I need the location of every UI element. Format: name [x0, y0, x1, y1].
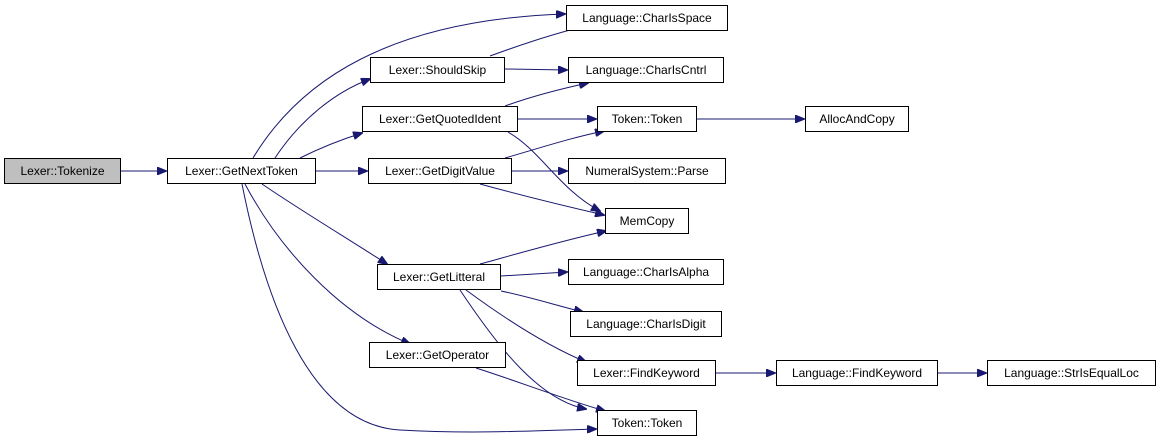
node-lexer-findkeyword[interactable]: Lexer::FindKeyword — [577, 360, 716, 386]
edge-getnexttoken-getlitteral — [261, 183, 387, 264]
node-lexer-tokenize[interactable]: Lexer::Tokenize — [4, 158, 121, 184]
edge-getoperator-token-lower — [475, 367, 605, 411]
edge-getnexttoken-getoperator — [244, 183, 410, 344]
node-lexer-getlitteral[interactable]: Lexer::GetLitteral — [377, 264, 501, 290]
node-numeralsystem-parse[interactable]: NumeralSystem::Parse — [568, 158, 726, 184]
node-token-token-upper[interactable]: Token::Token — [597, 106, 697, 132]
node-allocandcopy[interactable]: AllocAndCopy — [805, 106, 909, 132]
node-lexer-getquotedident[interactable]: Lexer::GetQuotedIdent — [362, 106, 518, 132]
node-lexer-getdigitvalue[interactable]: Lexer::GetDigitValue — [368, 158, 512, 184]
edge-getdigitvalue-token-upper — [504, 131, 604, 159]
edge-getnexttoken-getquotedident — [299, 133, 362, 159]
edge-getnexttoken-token-lower — [241, 183, 596, 432]
node-language-charisalpha[interactable]: Language::CharIsAlpha — [568, 259, 724, 285]
edge-shouldskip-chariscntrl — [504, 69, 567, 70]
edge-getdigitvalue-memcopy — [479, 183, 604, 215]
node-memcopy[interactable]: MemCopy — [605, 208, 689, 234]
edge-getquotedident-memcopy — [507, 131, 600, 211]
edge-getnexttoken-shouldskip — [274, 79, 370, 159]
node-lexer-shouldskip[interactable]: Lexer::ShouldSkip — [370, 57, 505, 83]
node-language-charisspace[interactable]: Language::CharIsSpace — [566, 5, 728, 31]
edge-getlitteral-memcopy — [479, 231, 606, 265]
edge-getnexttoken-charisspace — [252, 14, 565, 159]
node-token-token-lower[interactable]: Token::Token — [597, 410, 697, 436]
edge-getlitteral-token-lower — [459, 289, 586, 409]
node-lexer-getnexttoken[interactable]: Lexer::GetNextToken — [167, 158, 316, 184]
node-language-chariscntrl[interactable]: Language::CharIsCntrl — [568, 57, 724, 83]
node-language-strisequalloc[interactable]: Language::StrIsEqualLoc — [987, 360, 1156, 386]
edge-getquotedident-chariscntrl — [504, 83, 588, 107]
node-language-findkeyword[interactable]: Language::FindKeyword — [776, 360, 938, 386]
edge-getlitteral-charisalpha — [500, 272, 567, 276]
edge-getlitteral-charisdigit — [500, 290, 583, 312]
edge-getlitteral-lexer-findkeyword — [465, 289, 586, 362]
node-language-charisdigit[interactable]: Language::CharIsDigit — [570, 311, 722, 337]
node-lexer-getoperator[interactable]: Lexer::GetOperator — [369, 342, 506, 368]
